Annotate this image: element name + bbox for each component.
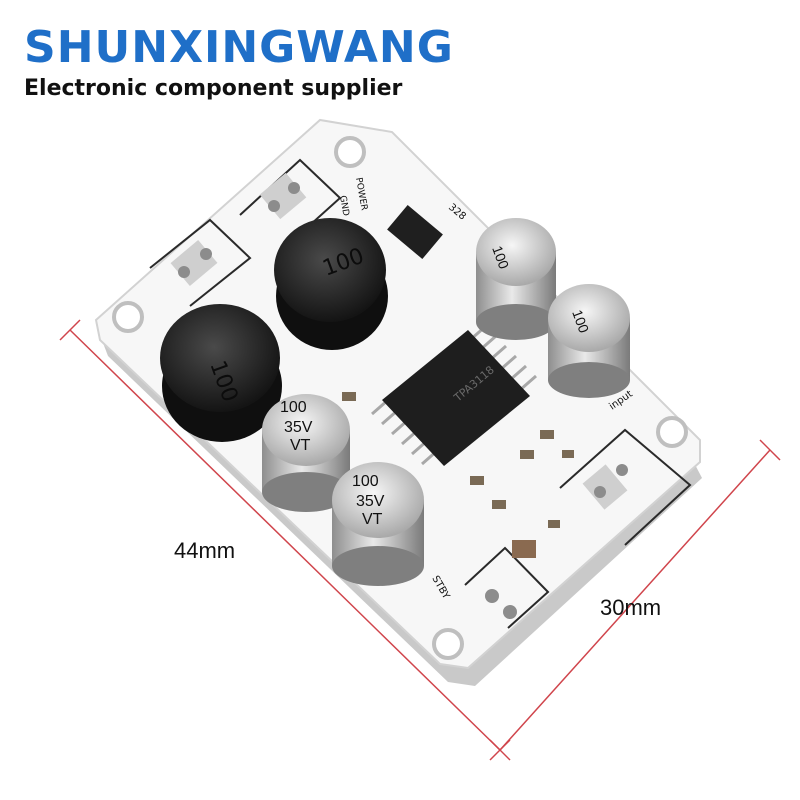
brand-name: SHUNXINGWANG bbox=[24, 22, 454, 73]
dimension-line-width bbox=[489, 439, 781, 761]
smd-components bbox=[342, 392, 574, 558]
power-terminal bbox=[259, 172, 307, 220]
mounting-hole bbox=[334, 136, 366, 168]
capacitor-voltage: 35V bbox=[284, 419, 313, 436]
amplifier-chip: TPA3118 bbox=[371, 324, 537, 466]
inductor-upper: 100 bbox=[274, 218, 388, 350]
mounting-hole bbox=[112, 301, 144, 333]
inductor-lower: 100 bbox=[160, 304, 282, 442]
brand-tagline: Electronic component supplier bbox=[24, 76, 403, 101]
capacitor-1: 100 bbox=[476, 218, 556, 340]
capacitor-4: 100 35V VT bbox=[332, 462, 424, 586]
capacitor-series: VT bbox=[290, 437, 311, 454]
capacitor-3: 100 35V VT bbox=[262, 394, 350, 512]
label-gnd: GND bbox=[337, 195, 350, 217]
capacitor-voltage: 35V bbox=[356, 493, 385, 510]
mounting-hole bbox=[656, 416, 688, 448]
capacitor-2: 100 bbox=[548, 284, 630, 398]
capacitor-value: 100 bbox=[352, 473, 379, 490]
speaker-terminal bbox=[170, 239, 218, 287]
width-dimension-label: 30mm bbox=[600, 595, 662, 620]
standby-jumper bbox=[485, 589, 517, 619]
capacitor-value: 100 bbox=[569, 308, 592, 336]
input-terminal bbox=[582, 464, 628, 510]
capacitor-series: VT bbox=[362, 511, 383, 528]
diode bbox=[387, 204, 443, 260]
capacitor-value: 100 bbox=[489, 244, 512, 272]
capacitor-value: 100 bbox=[280, 399, 307, 416]
mounting-hole bbox=[432, 628, 464, 660]
length-dimension-label: 44mm bbox=[174, 538, 236, 563]
